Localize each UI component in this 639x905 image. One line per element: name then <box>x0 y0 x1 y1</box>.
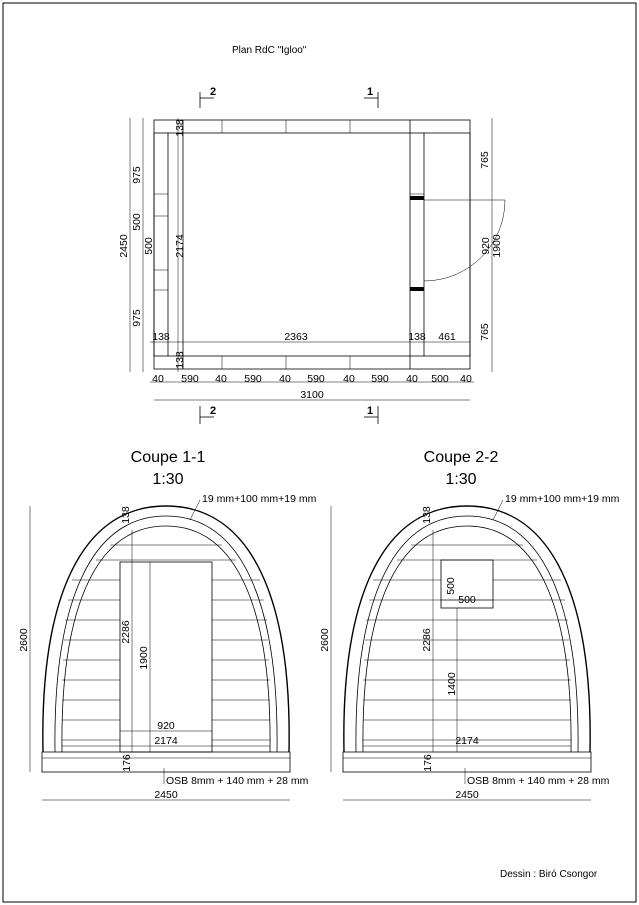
svg-text:40: 40 <box>343 373 355 385</box>
section-width: 2450 <box>154 789 178 801</box>
plan-title: Plan RdC "Igloo" <box>232 45 307 56</box>
section-scale: 1:30 <box>152 471 183 488</box>
svg-text:500: 500 <box>431 373 449 385</box>
section-height: 2600 <box>319 628 331 652</box>
svg-text:500: 500 <box>131 213 143 231</box>
svg-text:138: 138 <box>174 351 186 369</box>
svg-text:40: 40 <box>460 373 472 385</box>
svg-text:920: 920 <box>157 720 175 732</box>
section-mark-2-top: 2 <box>199 86 216 108</box>
section-mark-1-bottom: 1 <box>364 405 379 424</box>
floor <box>41 751 291 773</box>
svg-text:1900: 1900 <box>138 646 150 670</box>
svg-text:590: 590 <box>181 373 199 385</box>
svg-text:2363: 2363 <box>284 331 308 343</box>
section-mark-1-top: 1 <box>364 86 379 108</box>
svg-text:590: 590 <box>307 373 325 385</box>
svg-text:40: 40 <box>279 373 291 385</box>
section-mark-label: 2 <box>210 405 216 417</box>
plan-walls <box>153 119 471 370</box>
svg-text:138: 138 <box>408 331 426 343</box>
svg-text:2286: 2286 <box>421 628 433 652</box>
section-height: 2600 <box>18 628 30 652</box>
door-swing <box>423 199 506 282</box>
svg-text:40: 40 <box>215 373 227 385</box>
svg-text:920: 920 <box>480 237 492 255</box>
svg-text:2450: 2450 <box>118 234 130 258</box>
svg-text:40: 40 <box>406 373 418 385</box>
section-width: 2450 <box>455 789 479 801</box>
svg-text:975: 975 <box>131 309 143 327</box>
svg-text:1400: 1400 <box>446 672 458 696</box>
svg-text:2174: 2174 <box>154 735 178 747</box>
section-mark-2-bottom: 2 <box>199 405 216 424</box>
svg-text:765: 765 <box>479 323 491 341</box>
floor-layers-label: OSB 8mm + 140 mm + 28 mm <box>166 775 309 787</box>
svg-text:975: 975 <box>131 166 143 184</box>
plan-dims-inner-row: 138 2363 138 461 <box>150 331 470 343</box>
section-1-1: Coupe 1-1 1:30 19 mm+100 mm+19 mm 138 22… <box>18 449 317 801</box>
floor-layers-label: OSB 8mm + 140 mm + 28 mm <box>467 775 610 787</box>
floor <box>342 751 592 773</box>
siding <box>62 544 270 741</box>
svg-text:590: 590 <box>244 373 262 385</box>
svg-text:461: 461 <box>438 331 456 343</box>
section-mark-label: 1 <box>367 405 373 417</box>
section-2-2: Coupe 2-2 1:30 19 mm+100 mm+19 mm 138 50… <box>319 449 620 801</box>
svg-text:2286: 2286 <box>120 620 132 644</box>
svg-text:138: 138 <box>152 331 170 343</box>
svg-text:176: 176 <box>422 754 434 772</box>
svg-text:500: 500 <box>445 577 457 595</box>
svg-text:765: 765 <box>479 151 491 169</box>
plan-dims-bottom: 40 590 40 590 40 590 40 590 40 500 40 31… <box>150 373 474 401</box>
section-title: Coupe 2-2 <box>424 449 499 466</box>
svg-text:1900: 1900 <box>491 234 503 258</box>
svg-text:500: 500 <box>458 594 476 606</box>
section-mark-label: 1 <box>367 86 373 98</box>
window-opening <box>440 559 494 609</box>
plan-dims-right: 765 920 1900 765 <box>479 118 503 372</box>
author-credit: Dessin : Biró Csongor <box>500 869 598 880</box>
svg-text:590: 590 <box>371 373 389 385</box>
section-mark-label: 2 <box>210 86 216 98</box>
svg-text:138: 138 <box>120 506 132 524</box>
svg-text:2174: 2174 <box>455 735 479 747</box>
wall-layers-label: 19 mm+100 mm+19 mm <box>202 493 317 505</box>
siding <box>363 544 571 741</box>
svg-text:500: 500 <box>143 237 155 255</box>
svg-text:2174: 2174 <box>174 234 186 258</box>
wall-layers-label: 19 mm+100 mm+19 mm <box>505 493 620 505</box>
plan-dims-left: 975 500 500 975 2450 138 2174 138 <box>118 118 186 372</box>
svg-text:40: 40 <box>152 373 164 385</box>
plan-total-width: 3100 <box>300 389 324 401</box>
svg-text:138: 138 <box>421 506 433 524</box>
svg-text:138: 138 <box>174 119 186 137</box>
svg-text:176: 176 <box>121 754 133 772</box>
section-title: Coupe 1-1 <box>131 449 206 466</box>
section-scale: 1:30 <box>445 471 476 488</box>
